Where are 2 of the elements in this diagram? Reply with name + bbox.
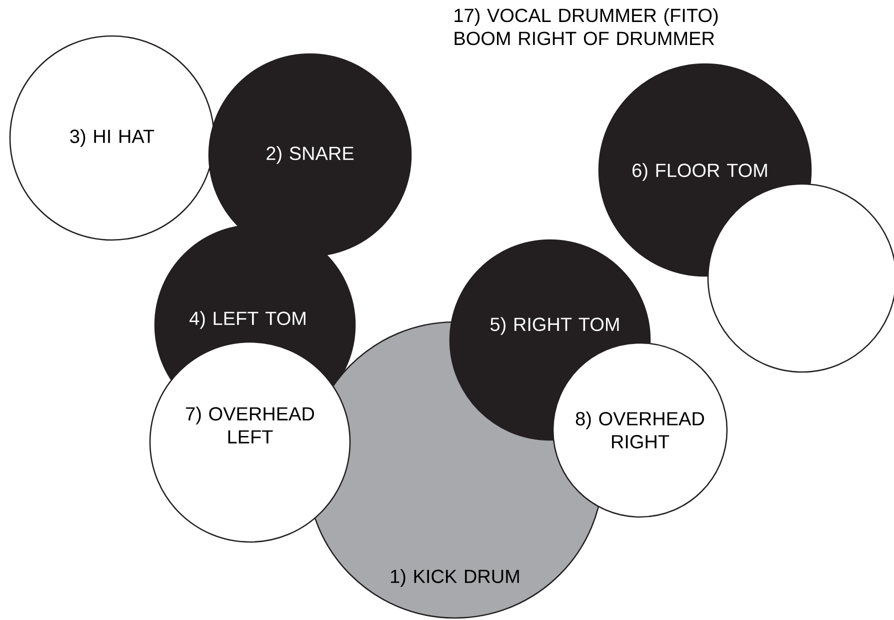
empty-circle [707, 183, 894, 373]
note-text: 17) VOCAL DRUMMER (FITO) BOOM RIGHT OF DRUMMER [454, 8, 718, 46]
